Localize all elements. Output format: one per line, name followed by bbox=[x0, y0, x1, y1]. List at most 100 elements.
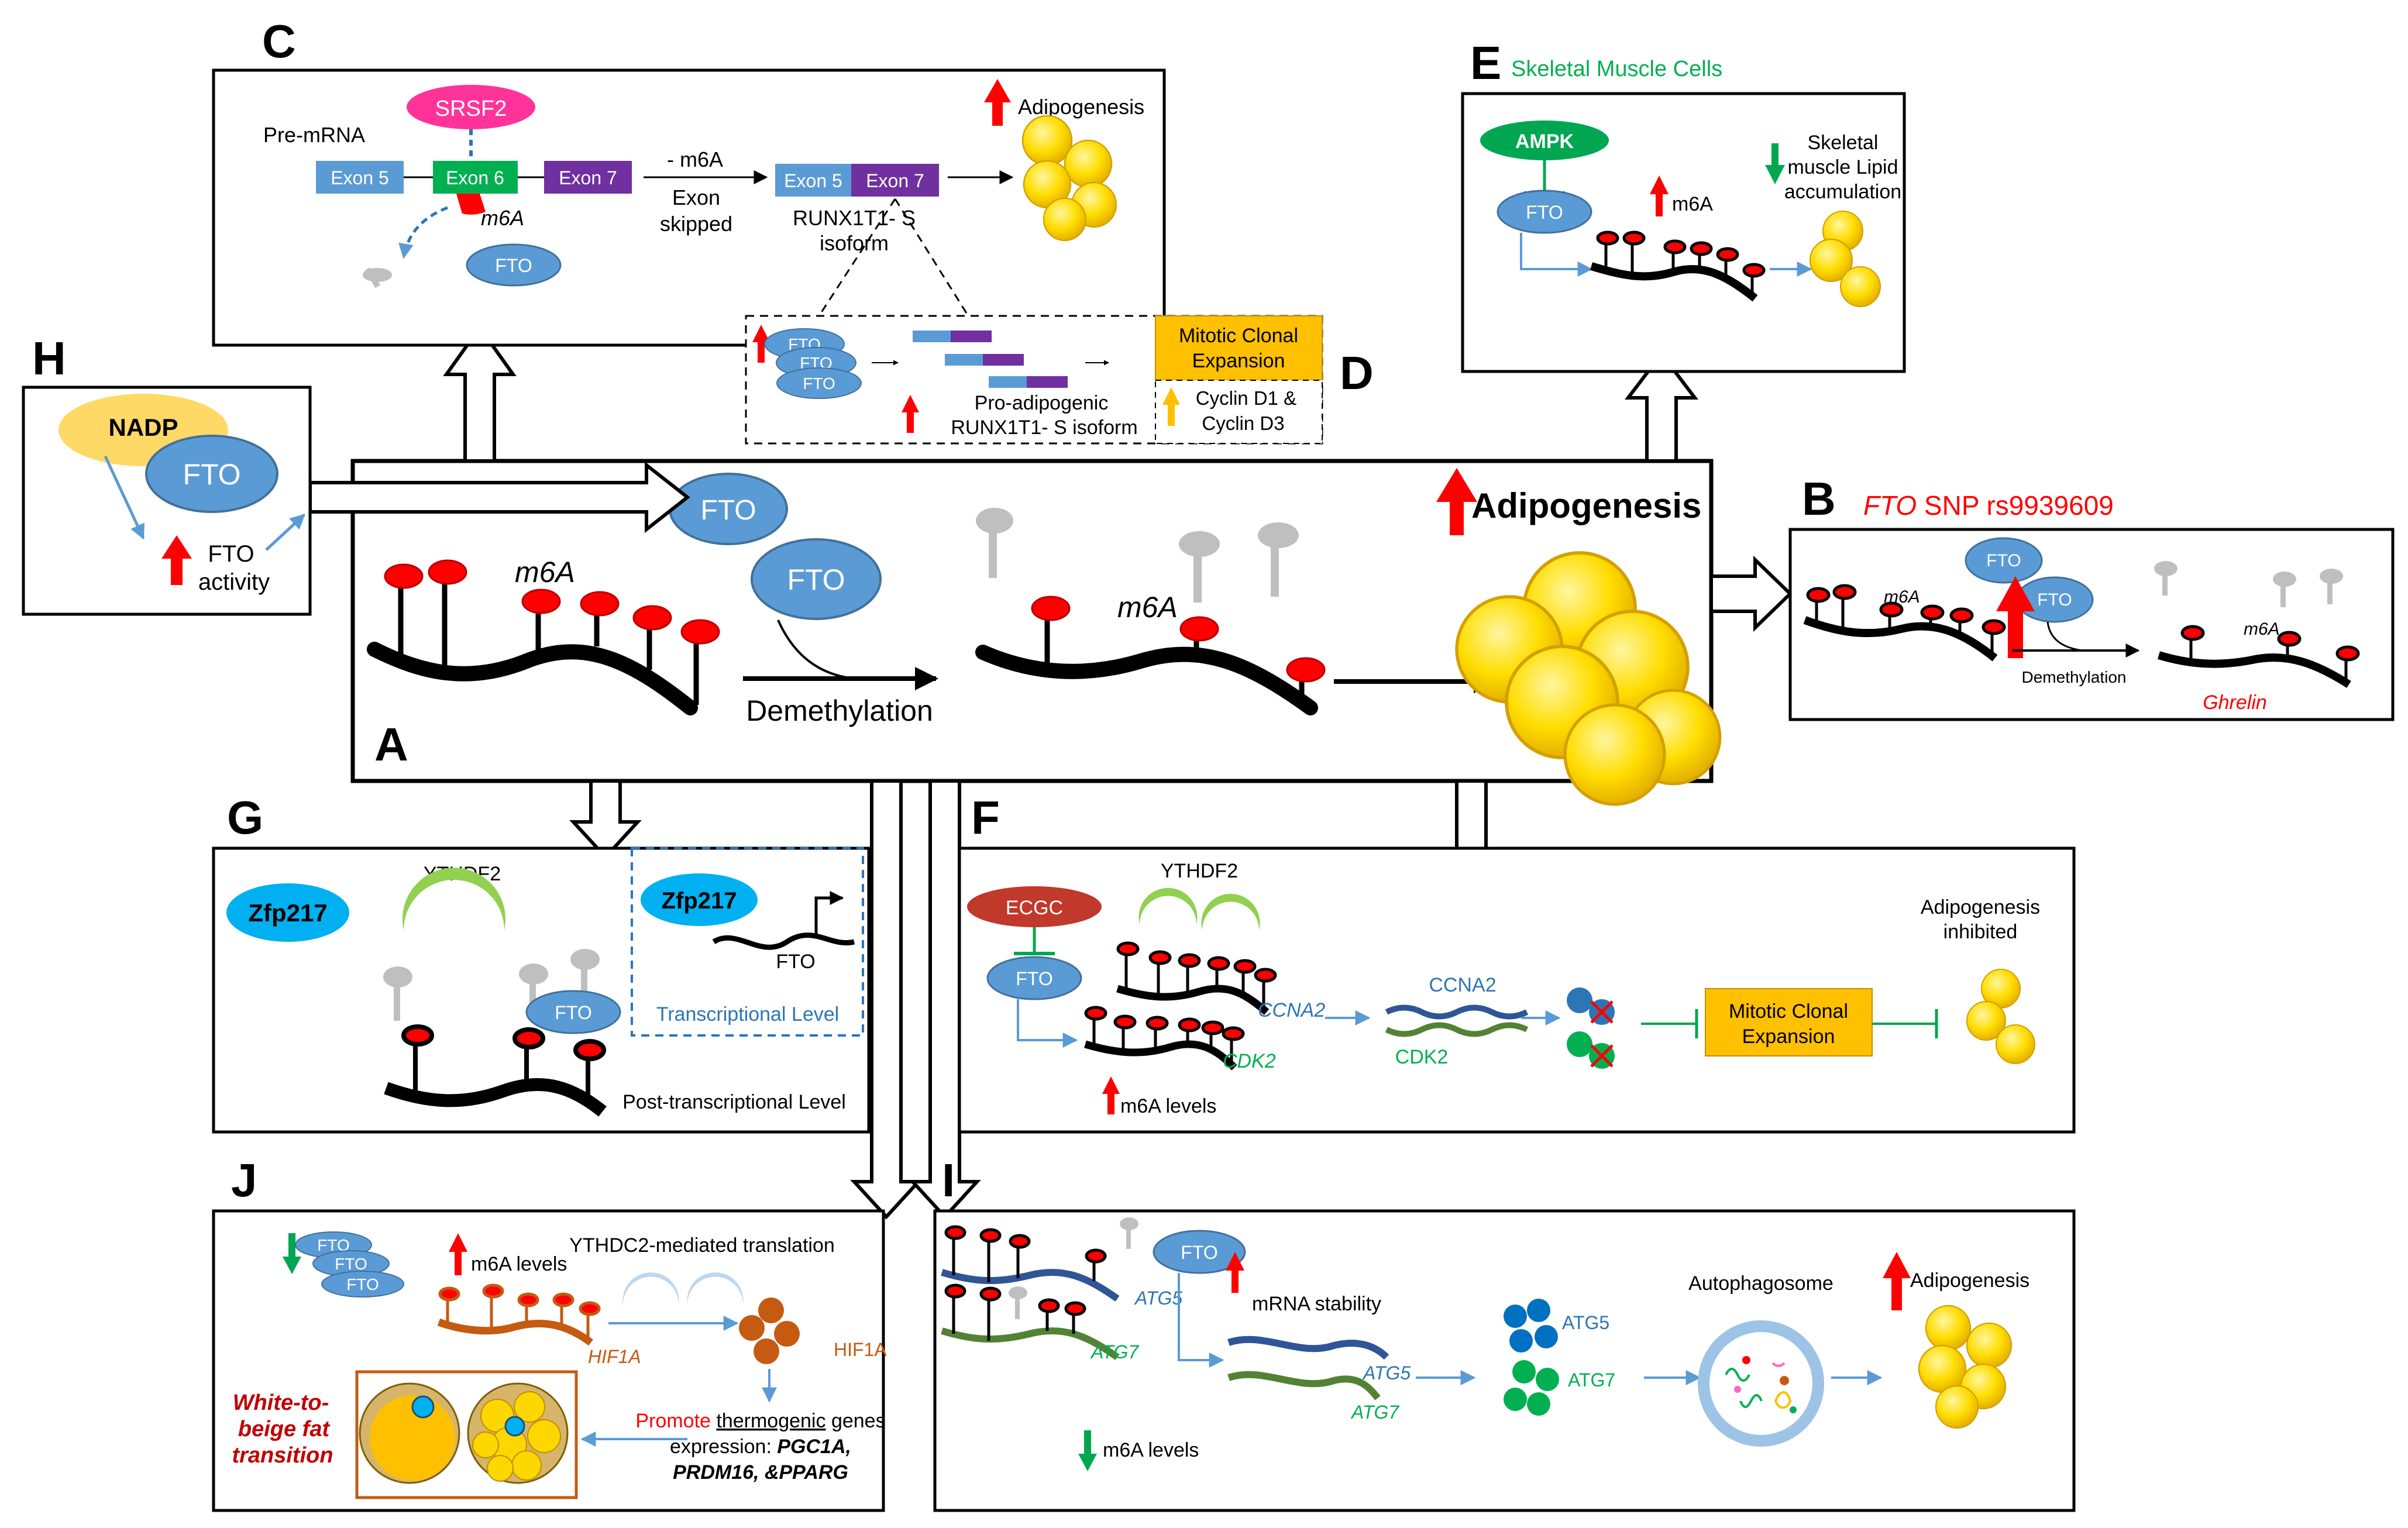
m6a-sites bbox=[1116, 941, 1277, 1009]
up-arrow-icon bbox=[1996, 576, 2035, 658]
isoform-label: isoform bbox=[820, 231, 889, 255]
mce-label: Mitotic Clonal bbox=[1729, 1000, 1848, 1023]
ecgc-molecule bbox=[967, 886, 1102, 927]
fto-enzyme bbox=[321, 1271, 404, 1298]
fto-label: FTO bbox=[1016, 968, 1052, 989]
exon-7 bbox=[544, 161, 632, 194]
fto-label: FTO bbox=[787, 563, 845, 596]
atg5-label: ATG5 bbox=[1134, 1288, 1182, 1309]
panel-a-letter: A bbox=[374, 718, 408, 770]
cdk2-mrna bbox=[1385, 1022, 1529, 1037]
lipid-label: Skeletal bbox=[1808, 132, 1879, 154]
exon-7-spliced bbox=[851, 164, 939, 197]
panel-h: H NADP FTO FTO activity bbox=[22, 332, 312, 616]
panel-d: D FTO FTO FTO Pro-adipogenic RUNX1T1- S … bbox=[745, 315, 1374, 445]
fto-gene-label: FTO bbox=[776, 951, 815, 973]
lipid-label: muscle Lipid bbox=[1788, 156, 1898, 178]
transcriptional-label: Transcriptional Level bbox=[656, 1003, 839, 1025]
exon-5-label: Exon 5 bbox=[784, 170, 842, 191]
panel-j: J FTO FTO FTO m6A levels YTHDC2-mediated… bbox=[212, 1154, 887, 1512]
srsf2-protein bbox=[407, 85, 535, 129]
cyclin-label: Cyclin D1 & bbox=[1196, 387, 1296, 409]
nadp-label: NADP bbox=[108, 414, 178, 441]
mce-label: Expansion bbox=[1742, 1025, 1835, 1048]
exon-7-label: Exon 7 bbox=[559, 167, 617, 188]
panel-g: G Zfp217 YTHDF2 FTO Post-transcriptional… bbox=[212, 791, 871, 1134]
m6a-mark bbox=[456, 194, 486, 215]
panel-c-letter: C bbox=[262, 15, 296, 67]
exon-7-label: Exon 7 bbox=[866, 170, 924, 191]
demethylation-label: Demethylation bbox=[746, 694, 933, 727]
panel-f: F ECGC FTO YTHDF2 CCNA2 CDK bbox=[958, 791, 2076, 1134]
fto-label: FTO bbox=[700, 495, 756, 526]
atg7-mrna bbox=[941, 1327, 1120, 1360]
up-arrow-icon bbox=[984, 79, 1011, 126]
released-methyl-groups bbox=[976, 508, 1299, 603]
released-methyl-group bbox=[1009, 1217, 1138, 1319]
panel-b-frame bbox=[1788, 528, 2395, 721]
ampk-label: AMPK bbox=[1515, 130, 1574, 153]
cdk2-label: CDK2 bbox=[1395, 1046, 1449, 1068]
up-arrow-icon bbox=[449, 1233, 467, 1275]
adipogenesis-label: Adipogenesis bbox=[1018, 95, 1144, 119]
atg7-label: ATG7 bbox=[1350, 1402, 1399, 1423]
panel-f-frame bbox=[958, 846, 2076, 1134]
minus-m6a-label: - m6A bbox=[667, 147, 723, 171]
zfp217-protein bbox=[641, 873, 758, 926]
atg7-mrna bbox=[1227, 1371, 1381, 1400]
m6a-sites bbox=[2180, 625, 2360, 682]
fto-activity-label: activity bbox=[198, 569, 270, 595]
beige-adipocyte bbox=[467, 1382, 569, 1484]
blocked-proteins bbox=[1567, 987, 1615, 1069]
autophagosome-label: Autophagosome bbox=[1688, 1272, 1833, 1295]
flow-arrow bbox=[265, 514, 305, 551]
flow-arrow bbox=[1178, 1273, 1224, 1368]
atg7-protein bbox=[1504, 1360, 1559, 1416]
adipogenesis-label: Adipogenesis bbox=[1910, 1269, 2029, 1292]
m6a-sites bbox=[384, 559, 720, 705]
up-arrow-icon bbox=[1883, 1252, 1911, 1310]
ccna2-label: CCNA2 bbox=[1429, 974, 1496, 996]
ythdf2-reader bbox=[1138, 887, 1198, 924]
zfp217-protein bbox=[226, 883, 349, 942]
zoom-line bbox=[894, 198, 969, 316]
promote-label: Promote thermogenic genes bbox=[635, 1410, 885, 1432]
m6a-sites bbox=[944, 1283, 1086, 1341]
exon-skipped-label: Exon bbox=[672, 185, 720, 209]
atg7-label: ATG7 bbox=[1090, 1341, 1139, 1362]
m6a-sites bbox=[944, 1225, 1107, 1282]
panel-b-title: FTO SNP rs9939609 bbox=[1863, 490, 2114, 521]
panel-e-title: Skeletal Muscle Cells bbox=[1511, 57, 1722, 81]
flow-arrow bbox=[1017, 999, 1078, 1048]
arrow-a-to-e bbox=[1624, 351, 1699, 463]
transition-label: White-to- bbox=[233, 1391, 329, 1415]
panel-e: E Skeletal Muscle Cells AMPK FTO m6A Ske… bbox=[1461, 37, 1906, 373]
panel-i: I ATG5 ATG7 FTO mRNA stability ATG5 A bbox=[933, 1154, 2076, 1512]
arrow-a-to-g bbox=[569, 779, 642, 860]
panel-e-letter: E bbox=[1470, 37, 1501, 89]
panel-d-letter: D bbox=[1340, 347, 1374, 399]
panel-f-letter: F bbox=[971, 791, 1000, 844]
m6a-sites bbox=[438, 1283, 601, 1340]
fto-label: FTO bbox=[495, 255, 532, 276]
lipid-label: accumulation bbox=[1784, 181, 1901, 203]
panel-g-letter: G bbox=[227, 791, 263, 844]
hif1a-mrna bbox=[437, 1318, 593, 1346]
mrna-ccna2 bbox=[1116, 985, 1270, 1015]
atg7-label: ATG7 bbox=[1568, 1369, 1615, 1391]
ghrelin-label: Ghrelin bbox=[2203, 691, 2267, 714]
pro-adipogenic-label: Pro-adipogenic bbox=[975, 392, 1109, 414]
isoform-label: RUNX1T1- S bbox=[793, 206, 916, 230]
exon-5-spliced bbox=[775, 164, 851, 197]
mce-box bbox=[1705, 988, 1873, 1056]
panel-c: C SRSF2 Pre-mRNA Exon 5 Exon 6 Exon 7 m6… bbox=[212, 15, 1166, 347]
released-methyl-groups bbox=[2154, 561, 2343, 607]
m6a-label: m6A bbox=[1117, 591, 1178, 624]
atg5-mrna bbox=[1227, 1336, 1389, 1360]
exon-skipped-label: skipped bbox=[660, 212, 732, 236]
fto-enzyme bbox=[1153, 1230, 1246, 1274]
zfp217-label: Zfp217 bbox=[662, 888, 737, 914]
m6a-label: m6A bbox=[1672, 193, 1713, 215]
m6a-levels-label: m6A levels bbox=[1103, 1439, 1199, 1461]
transition-label: transition bbox=[232, 1443, 333, 1468]
